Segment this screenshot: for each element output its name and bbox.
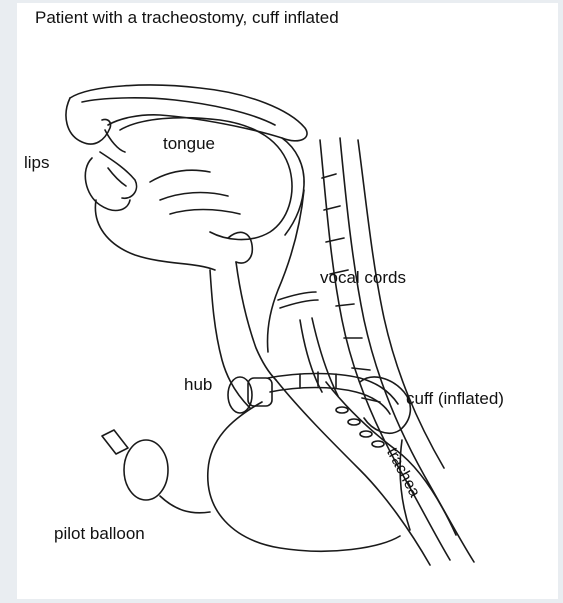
trachea-ring-2 <box>348 419 360 425</box>
label-tongue: tongue <box>163 134 215 154</box>
diagram-title: Patient with a tracheostomy, cuff inflat… <box>35 8 339 28</box>
trachea-ring-1 <box>336 407 348 413</box>
tongue-lines <box>150 170 240 214</box>
pilot-line <box>208 402 400 551</box>
spine-line-3 <box>358 140 444 468</box>
pharynx-front <box>210 270 250 408</box>
nasal-passage <box>82 98 275 125</box>
vocal-cords-shape <box>278 292 318 308</box>
epiglottis <box>228 232 252 263</box>
mouth-inner <box>100 152 137 198</box>
trachea-ring-3 <box>360 431 372 437</box>
upper-lip <box>66 98 111 144</box>
pilot-valve <box>102 430 128 454</box>
vertebrae-ticks <box>322 174 380 402</box>
soft-palate <box>282 138 304 235</box>
label-hub: hub <box>184 375 212 395</box>
trachea-ring-4 <box>372 441 384 447</box>
pilot-balloon-stem <box>160 496 210 513</box>
pilot-balloon-shape <box>124 440 168 500</box>
esophagus-2 <box>312 318 338 396</box>
label-pilot-balloon: pilot balloon <box>54 524 145 544</box>
label-lips: lips <box>24 153 50 173</box>
label-vocal-cords: vocal cords <box>320 268 406 288</box>
label-cuff-inflated: cuff (inflated) <box>406 389 504 409</box>
teeth-lower <box>108 168 126 186</box>
